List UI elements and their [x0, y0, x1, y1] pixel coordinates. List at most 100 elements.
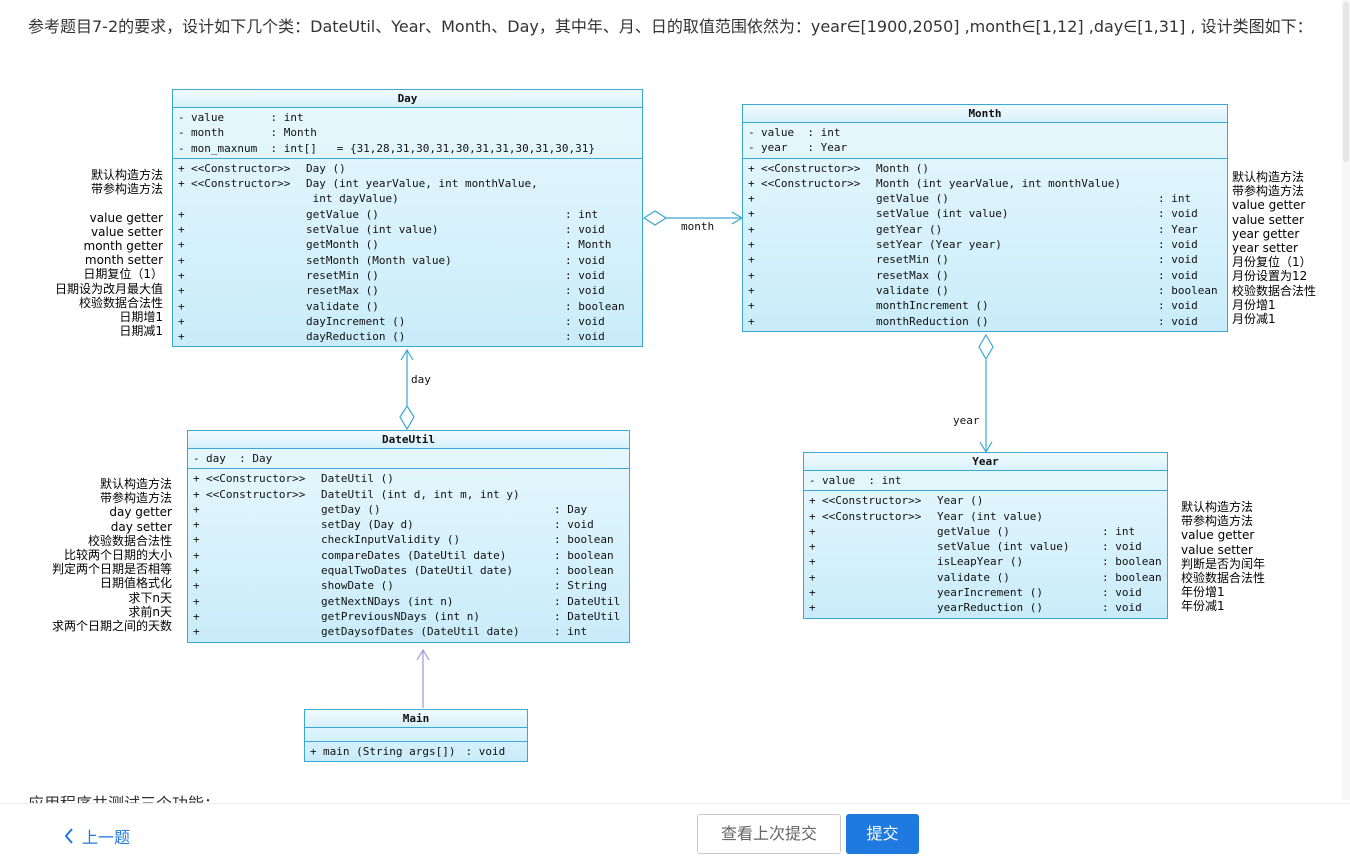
return-type: : void: [554, 518, 594, 532]
association-label-month: month: [681, 220, 715, 233]
visibility-marker: +: [193, 579, 200, 593]
visibility-marker: +: [193, 487, 200, 501]
annotation-note: [55, 196, 163, 210]
method-name: getDay (): [321, 502, 381, 516]
method-row: +getDaysofDates (DateUtil date): int: [188, 624, 629, 639]
method-row: +isLeapYear (): boolean: [804, 554, 1167, 569]
annotation-note: day setter: [110, 519, 172, 534]
submit-button[interactable]: 提交: [846, 814, 919, 854]
stereotype: <<Constructor>>: [206, 472, 306, 486]
class-title: Day: [173, 90, 642, 108]
return-type: : void: [1158, 299, 1198, 313]
method-name: setMonth (Month value): [306, 253, 452, 267]
annotation-note: 日期减1: [119, 324, 163, 339]
visibility-marker: +: [748, 268, 755, 282]
annotation-note: 默认构造方法: [90, 168, 163, 182]
visibility-marker: +: [809, 494, 816, 508]
annotation-note: 默认构造方法: [1232, 170, 1305, 184]
chevron-left-icon: [64, 828, 73, 844]
bottom-action-bar: 上一题 查看上次提交 提交: [0, 803, 1350, 861]
attribute-row: -value : int: [804, 473, 1167, 488]
visibility-marker: +: [178, 330, 185, 344]
stereotype: [206, 563, 321, 578]
method-name: Month (): [876, 161, 929, 175]
visibility-marker: +: [193, 533, 200, 547]
visibility-marker: -: [748, 126, 755, 139]
method-name: equalTwoDates (DateUtil date): [321, 564, 514, 578]
stereotype: <<Constructor>>: [191, 177, 291, 191]
method-row: +resetMax (): void: [743, 268, 1227, 283]
association-label-year: year: [953, 414, 980, 427]
method-name: getMonth (): [306, 238, 379, 252]
visibility-marker: +: [178, 268, 185, 282]
attribute-row: -year : Year: [743, 140, 1227, 155]
annotation-note: value setter: [91, 224, 163, 239]
visibility-marker: +: [809, 555, 816, 569]
stereotype: [822, 539, 937, 554]
class-main: Main +main (String args[]): void: [304, 709, 528, 763]
method-name: getValue (): [306, 207, 379, 221]
annotation-note: value setter: [1232, 212, 1304, 227]
aggregation-diamond-dateutil: [399, 404, 415, 431]
annotation-note: 判断是否为闰年: [1181, 556, 1266, 571]
annotation-note: year setter: [1232, 241, 1298, 256]
view-last-submission-button[interactable]: 查看上次提交: [697, 814, 841, 854]
visibility-marker: +: [193, 518, 200, 532]
stereotype: <<Constructor>>: [822, 509, 922, 523]
stereotype: [761, 314, 876, 329]
method-row: +getNextNDays (int n): DateUtil: [188, 594, 629, 609]
stereotype: [761, 252, 876, 267]
return-type: : boolean: [1102, 570, 1162, 584]
annotation-note: 求两个日期之间的天数: [51, 619, 172, 634]
method-name: setYear (Year year): [876, 238, 1002, 252]
return-type: : void: [565, 223, 605, 237]
class-methods: +<<Constructor>>DateUtil ()+<<Constructo…: [188, 469, 629, 641]
method-name: Day (int yearValue, int monthValue,: [306, 177, 538, 191]
method-name: showDate (): [321, 579, 394, 593]
visibility-marker: +: [193, 594, 200, 608]
class-dateutil: DateUtil -day : Day +<<Constructor>>Date…: [187, 430, 630, 643]
attribute-row: -mon_maxnum : int[] = {31,28,31,30,31,30…: [173, 141, 642, 156]
method-name: Year (int value): [937, 509, 1043, 523]
return-type: : void: [1158, 314, 1198, 328]
stereotype: [191, 268, 306, 283]
return-type: : void: [565, 268, 605, 282]
attribute-text: month : Month: [191, 126, 317, 140]
stereotype: [761, 298, 876, 313]
method-row: +yearIncrement (): void: [804, 585, 1167, 600]
method-name: getYear (): [876, 222, 943, 236]
page-scrollbar[interactable]: [1342, 0, 1350, 800]
method-name: dayReduction (): [306, 330, 406, 344]
annotation-note: 默认构造方法: [99, 477, 172, 491]
return-type: : void: [1102, 540, 1142, 554]
return-type: : void: [565, 284, 605, 298]
stereotype: [206, 532, 321, 547]
scrollbar-thumb[interactable]: [1343, 2, 1349, 162]
arrowhead-day: [400, 348, 414, 361]
method-name: Year (): [937, 494, 984, 508]
method-row: +<<Constructor>>DateUtil (): [188, 471, 629, 486]
return-type: : boolean: [1102, 555, 1162, 569]
method-row: +monthReduction (): void: [743, 314, 1227, 329]
visibility-marker: +: [748, 192, 755, 206]
annotation-note: value getter: [89, 210, 163, 225]
attribute-text: mon_maxnum : int[] = {31,28,31,30,31,30,…: [191, 141, 595, 155]
visibility-marker: +: [193, 548, 200, 562]
visibility-marker: +: [178, 177, 185, 191]
arrowhead-dateutil: [416, 648, 430, 661]
method-row: +compareDates (DateUtil date): boolean: [188, 548, 629, 563]
class-title: Year: [804, 453, 1167, 471]
method-row: +getYear (): Year: [743, 222, 1227, 237]
attribute-text: value : int: [191, 111, 304, 124]
annotation-note: 带参构造方法: [90, 182, 163, 197]
return-type: : int: [1102, 524, 1136, 538]
aggregation-diamond-month: [978, 333, 994, 361]
visibility-marker: +: [193, 609, 200, 623]
previous-question-link[interactable]: 上一题: [64, 824, 130, 848]
return-type: : Month: [565, 238, 612, 252]
visibility-marker: +: [809, 524, 816, 538]
annotation-note: 日期复位（1）: [83, 267, 163, 282]
